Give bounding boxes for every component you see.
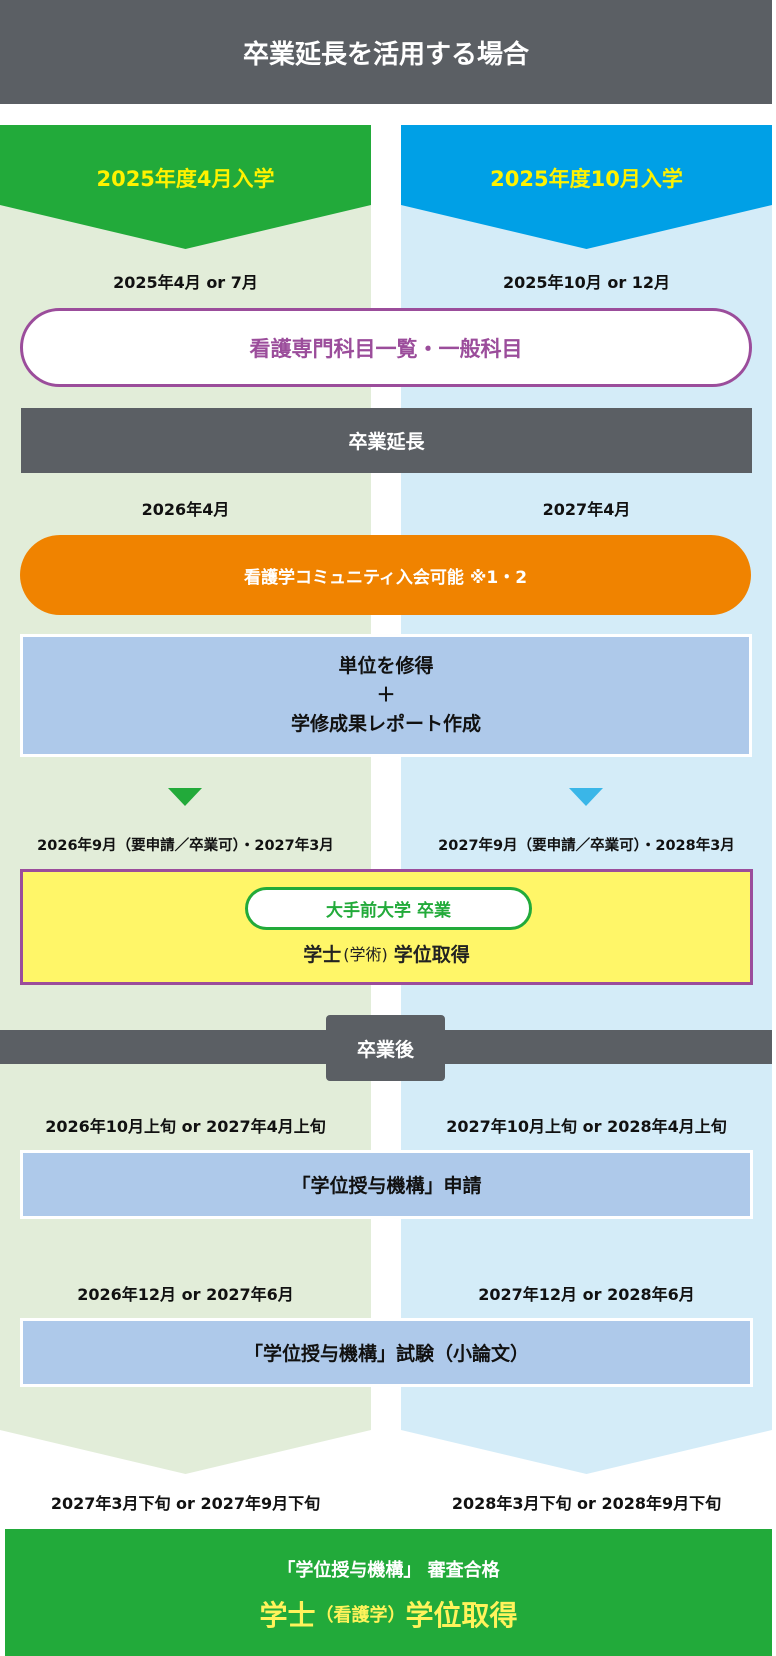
- credits-line2: 学修成果レポート作成: [290, 713, 481, 735]
- extension-bar: 卒業延長: [21, 408, 752, 473]
- degree-suffix: 学位取得: [393, 943, 470, 966]
- graduation-box: 大手前大学 卒業 学士 (学術) 学位取得: [20, 869, 753, 985]
- graduate-date-right: 2027年9月（要申請／卒業可）・2028年3月: [438, 838, 735, 854]
- enroll-date-right: 2025年10月 or 12月: [502, 273, 671, 292]
- degree-field: (学術): [343, 945, 388, 964]
- right-down-arrow-icon: [569, 788, 603, 806]
- result-date-left: 2027年3月下旬 or 2027年9月下旬: [50, 1494, 321, 1513]
- right-column-header: 2025年度10月入学: [490, 167, 683, 191]
- enroll-date-left: 2025年4月 or 7月: [113, 273, 258, 292]
- degree-application-box: 「学位授与機構」申請: [20, 1150, 753, 1219]
- exam-date-right: 2027年12月 or 2028年6月: [478, 1285, 695, 1304]
- left-down-arrow-icon: [168, 788, 202, 806]
- final-degree-suffix: 学位取得: [405, 1599, 518, 1632]
- result-date-right: 2028年3月下旬 or 2028年9月下旬: [451, 1494, 722, 1513]
- graduate-badge: 大手前大学 卒業: [245, 887, 532, 930]
- apply-date-right: 2027年10月上旬 or 2028年4月上旬: [446, 1117, 727, 1136]
- final-degree-main: 学士: [259, 1599, 316, 1632]
- community-date-left: 2026年4月: [141, 500, 230, 519]
- left-column-header: 2025年度4月入学: [96, 167, 275, 191]
- after-graduation-tab: 卒業後: [326, 1015, 445, 1081]
- degree-main: 学士: [303, 943, 342, 966]
- review-passed-text: 「学位授与機構」 審査合格: [277, 1560, 500, 1581]
- exam-date-left: 2026年12月 or 2027年6月: [77, 1285, 294, 1304]
- apply-date-left: 2026年10月上旬 or 2027年4月上旬: [45, 1117, 326, 1136]
- credits-line1: 単位を修得: [338, 655, 434, 677]
- community-box: 看護学コミュニティ入会可能 ※1・2: [20, 535, 751, 615]
- final-degree-field: （看護学）: [315, 1605, 406, 1626]
- credits-box: 単位を修得 ＋ 学修成果レポート作成: [20, 634, 752, 757]
- final-result-box: 「学位授与機構」 審査合格 学士 （看護学） 学位取得: [5, 1529, 772, 1656]
- plus-sign: ＋: [376, 684, 396, 706]
- right-column-header-shape: [401, 125, 772, 249]
- nursing-degree-text: 学士 （看護学） 学位取得: [5, 1591, 772, 1637]
- left-column-header-shape: [0, 125, 371, 249]
- essay-exam-box: 「学位授与機構」試験（小論文）: [20, 1318, 753, 1387]
- subjects-box: 看護専門科目一覧・一般科目: [20, 308, 752, 387]
- page-title: 卒業延長を活用する場合: [0, 0, 772, 104]
- bachelor-degree-label: 学士 (学術) 学位取得: [23, 936, 750, 970]
- community-date-right: 2027年4月: [542, 500, 631, 519]
- graduate-date-left: 2026年9月（要申請／卒業可）・2027年3月: [37, 838, 334, 854]
